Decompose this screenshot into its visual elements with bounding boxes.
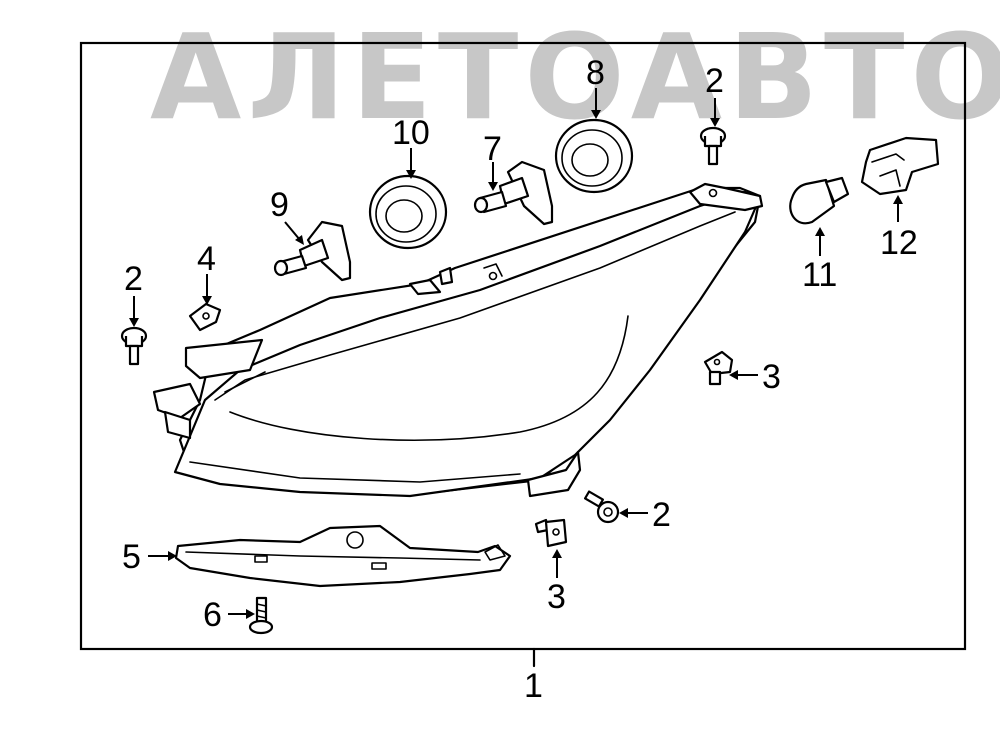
part-4-clip (188, 302, 222, 332)
callout-2-right: 2 (652, 496, 671, 534)
part-6-screw (248, 596, 274, 635)
callout-4: 4 (197, 240, 216, 278)
callout-2-top: 2 (705, 62, 724, 100)
watermark: АЛЕТОАВТО (150, 8, 1000, 146)
part-2-screw-top (699, 126, 727, 166)
part-9-bulb (273, 220, 352, 282)
callout-2-left: 2 (124, 260, 143, 298)
callout-10: 10 (392, 114, 430, 152)
headlamp-assembly (152, 182, 764, 498)
callout-6: 6 (203, 596, 222, 634)
part-5-trim-bracket (174, 524, 512, 588)
callout-12: 12 (880, 224, 918, 262)
part-7-bulb (473, 160, 554, 226)
callout-11: 11 (802, 256, 837, 294)
diagram-frame (79, 41, 967, 651)
part-12-socket (860, 136, 940, 196)
callout-8: 8 (586, 54, 605, 92)
part-10-seal-ring (368, 174, 448, 250)
part-3-clip-bottom (534, 518, 568, 548)
part-2-screw-left (120, 326, 148, 366)
part-11-bulb (789, 176, 850, 225)
callout-1: 1 (524, 667, 543, 705)
watermark-text: АЛЕТОАВТО (150, 8, 1000, 146)
callout-9: 9 (270, 186, 289, 224)
leader-arrows (129, 88, 903, 619)
part-8-seal-ring (554, 118, 634, 194)
part-3-clip-right (703, 350, 734, 386)
callout-5: 5 (122, 538, 141, 576)
part-2-screw-right (583, 490, 620, 524)
callout-3-bottom: 3 (547, 578, 566, 616)
callout-7: 7 (483, 130, 502, 168)
callout-labels: 1 2 2 2 3 3 4 5 6 7 8 9 10 11 12 (122, 54, 918, 705)
callout-3-right: 3 (762, 358, 781, 396)
